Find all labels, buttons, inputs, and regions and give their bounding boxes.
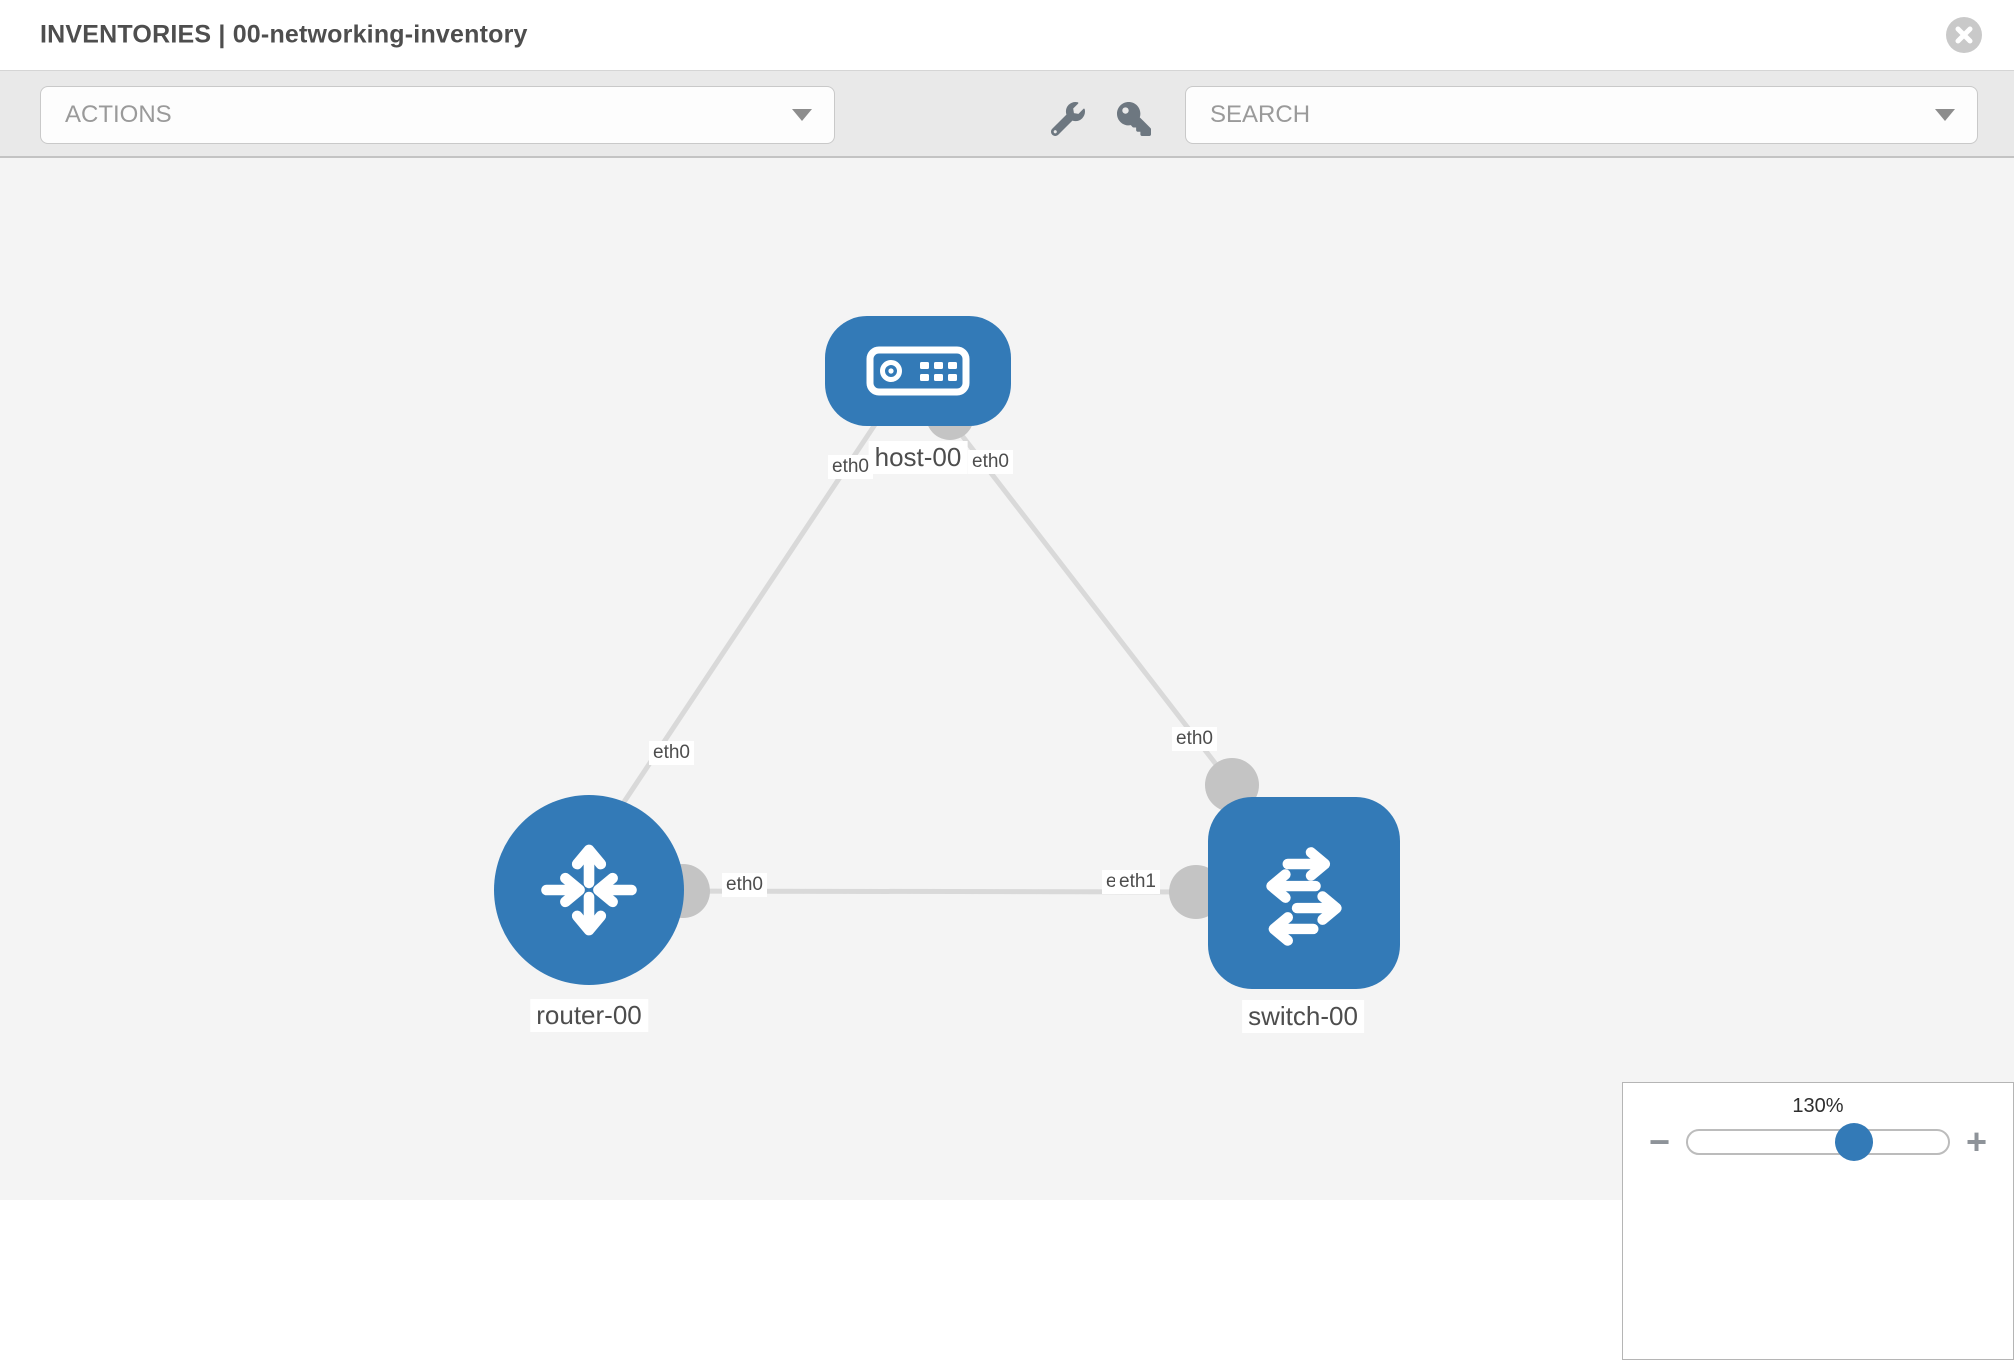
port-label-host-eth0-right: eth0 bbox=[968, 450, 1013, 474]
page-title: INVENTORIES | 00-networking-inventory bbox=[40, 20, 528, 49]
actions-dropdown-label: ACTIONS bbox=[65, 101, 172, 128]
topology-links bbox=[613, 418, 1234, 895]
key-icon bbox=[1117, 102, 1151, 136]
toolbar: ACTIONS SEARCH bbox=[0, 70, 2014, 158]
zoom-out-button[interactable]: − bbox=[1649, 1121, 1671, 1162]
node-host-00[interactable] bbox=[825, 316, 1011, 426]
configure-button[interactable] bbox=[1046, 97, 1090, 141]
node-switch-00[interactable] bbox=[1208, 797, 1400, 989]
zoom-panel: 130% − + bbox=[1622, 1082, 2014, 1360]
zoom-value: 130% bbox=[1792, 1095, 1844, 1117]
wrench-icon bbox=[1051, 102, 1085, 136]
search-dropdown[interactable]: SEARCH bbox=[1185, 86, 1978, 144]
link-host-switch bbox=[948, 418, 1234, 787]
zoom-slider-thumb[interactable] bbox=[1835, 1123, 1874, 1161]
chevron-down-icon bbox=[1935, 109, 1955, 121]
header: INVENTORIES | 00-networking-inventory bbox=[0, 0, 2014, 70]
close-button[interactable] bbox=[1946, 17, 1982, 53]
port-label-host-eth0-left: eth0 bbox=[828, 455, 873, 479]
node-router-00[interactable] bbox=[494, 795, 684, 985]
node-label-switch: switch-00 bbox=[1242, 1000, 1364, 1033]
search-placeholder: SEARCH bbox=[1210, 101, 1311, 128]
credentials-button[interactable] bbox=[1112, 97, 1156, 141]
port-label-switch-overlap: eth0 eth1 bbox=[1102, 870, 1174, 898]
router-icon bbox=[541, 844, 637, 936]
switch-icon bbox=[1266, 847, 1342, 946]
close-icon bbox=[1955, 26, 1973, 44]
port-label-router-eth0: eth0 bbox=[722, 873, 767, 897]
zoom-slider-track[interactable] bbox=[1686, 1123, 1950, 1161]
port-label-switch-eth1-over: eth1 bbox=[1115, 870, 1160, 894]
port-label-router-uplink-eth0: eth0 bbox=[649, 741, 694, 765]
port-label-switch-uplink-eth0: eth0 bbox=[1172, 727, 1217, 751]
node-label-router: router-00 bbox=[530, 999, 648, 1032]
chevron-down-icon bbox=[792, 109, 812, 121]
topology-canvas[interactable]: host-00 router-00 switch-00 eth0 eth0 et… bbox=[0, 158, 2014, 1360]
zoom-in-button[interactable]: + bbox=[1965, 1121, 1987, 1162]
host-icon bbox=[866, 346, 970, 396]
actions-dropdown[interactable]: ACTIONS bbox=[40, 86, 835, 144]
node-label-host: host-00 bbox=[868, 441, 968, 474]
